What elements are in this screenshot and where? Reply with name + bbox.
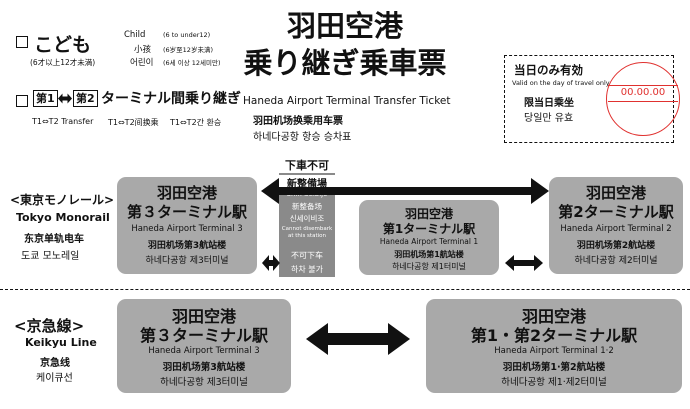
monorail-t3-t1-arrow [262,254,280,272]
keikyu-t3-en: Haneda Airport Terminal 3 [148,346,260,356]
keikyu-terminal12-box: 羽田空港 第1・第2ターミナル駅 Haneda Airport Terminal… [426,299,682,393]
validity-en: Valid on the day of travel only [512,79,610,87]
monorail-t3-t2-arrow [261,178,549,204]
child-ko-note: (6세 이상 12세미만) [163,59,221,67]
title-en: Haneda Airport Terminal Transfer Ticket [243,95,451,107]
keikyu-terminal3-box: 羽田空港 第３ターミナル駅 Haneda Airport Terminal 3 … [117,299,291,393]
monorail-t1-en: Haneda Airport Terminal 1 [379,237,479,246]
keikyu-t3-t12-arrow [306,322,410,356]
transfer-sub-en: T1⇔T2 Transfer [32,117,94,126]
keikyu-name-ko: 케이큐선 [36,373,73,384]
no-exit-title: 下車不可 [285,159,329,172]
child-ko-label: 어린이 [130,58,154,68]
keikyu-t12-en: Haneda Airport Terminal 1·2 [494,346,614,356]
monorail-terminal3-box: 羽田空港 第３ターミナル駅 Haneda Airport Terminal 3 … [117,177,257,274]
keikyu-name-ja: <京急線> [14,317,85,335]
no-exit-station-ko: 신세이비조 [289,214,325,223]
transfer-checkbox[interactable] [16,95,28,107]
no-exit-note-en-text: Cannot disembark at this station [281,226,333,239]
monorail-t2-zh: 羽田机场第2航站楼 [576,241,656,251]
terminal1-badge: 第1 [33,90,58,107]
monorail-t2-ja2: 第2ターミナル駅 [558,203,674,221]
transfer-label: ターミナル間乗り継ぎ [101,91,241,107]
keikyu-t3-ja2: 第３ターミナル駅 [139,326,268,345]
section-divider [0,289,690,290]
no-exit-note-en: Cannot disembark at this station [279,226,335,239]
monorail-t3-ja1: 羽田空港 [156,184,217,202]
transfer-sub-zh: T1⇔T2间换乘 [108,118,159,127]
stamp-line-top [608,85,678,86]
swap-arrow-icon [58,93,72,104]
child-checkbox[interactable] [16,36,28,48]
date-stamp [606,62,680,136]
no-exit-station-ja: 新整備場 [279,175,335,190]
keikyu-name-zh: 京急线 [40,358,70,369]
title-line1: 羽田空港 [286,9,403,43]
monorail-t3-ja2: 第３ターミナル駅 [126,203,247,221]
child-en-note: (6 to under12) [163,31,211,39]
title-zh: 羽田机场换乘用车票 [253,116,343,127]
child-zh-label: 小孩 [134,45,152,55]
monorail-t1-zh: 羽田机场第1航站楼 [394,250,464,259]
monorail-name-en: Tokyo Monorail [16,211,110,224]
keikyu-t12-ja2: 第1・第2ターミナル駅 [470,326,638,345]
monorail-terminal2-box: 羽田空港 第2ターミナル駅 Haneda Airport Terminal 2 … [549,177,683,274]
child-en-label: Child [124,30,146,40]
monorail-t2-ko: 하네다공항 제2터미널 [574,256,658,266]
monorail-t2-ja1: 羽田空港 [585,184,646,202]
no-exit-note-zh: 不可下车 [291,251,323,260]
title-ko: 하네다공항 항승 승차표 [253,132,352,143]
keikyu-t12-ja1: 羽田空港 [521,307,586,326]
monorail-t3-zh: 羽田机场第3航站楼 [147,241,227,251]
validity-zh: 限当日乘坐 [524,98,574,109]
child-age-note: (6才以上12才未満) [30,58,96,67]
validity-ko: 당일만 유효 [524,113,574,124]
keikyu-t3-zh: 羽田机场第3航站楼 [162,362,246,373]
stamp-line-bottom [608,101,678,102]
keikyu-name-en: Keikyu Line [25,336,97,349]
validity-ja: 当日のみ有効 [514,63,583,77]
child-label: こども [34,34,92,56]
monorail-t3-en: Haneda Airport Terminal 3 [131,224,243,234]
monorail-t1-t2-arrow [505,254,543,272]
monorail-t1-ja2: 第1ターミナル駅 [382,222,476,236]
no-exit-note-ko: 하차 불가 [291,265,323,274]
no-exit-station-zh: 新整备场 [292,202,322,211]
title-line2: 乗り継ぎ乗車票 [243,46,447,80]
stamp-date: 00.00.00 [620,87,666,98]
monorail-terminal1-box: 羽田空港 第1ターミナル駅 Haneda Airport Terminal 1 … [359,200,499,275]
keikyu-t12-ko: 하네다공항 제1·제2터미널 [501,377,607,388]
terminal2-badge: 第2 [73,90,98,107]
child-zh-note: (6岁至12岁未满) [163,46,213,54]
monorail-t2-en: Haneda Airport Terminal 2 [560,224,672,234]
keikyu-t12-zh: 羽田机场第1·第2航站楼 [502,362,606,373]
monorail-t1-ko: 하네다공항 제1터미널 [392,262,466,271]
keikyu-t3-ko: 하네다공항 제3터미널 [160,377,248,388]
monorail-t1-ja1: 羽田空港 [404,207,453,221]
monorail-t3-ko: 하네다공항 제3터미널 [145,256,229,266]
keikyu-t3-ja1: 羽田空港 [171,307,236,326]
monorail-name-ja: <東京モノレール> [10,193,115,207]
transfer-sub-ko: T1⇔T2간 환승 [170,118,222,127]
monorail-name-zh: 东京单轨电车 [24,234,84,245]
monorail-name-ko: 도쿄 모노레일 [21,251,80,262]
